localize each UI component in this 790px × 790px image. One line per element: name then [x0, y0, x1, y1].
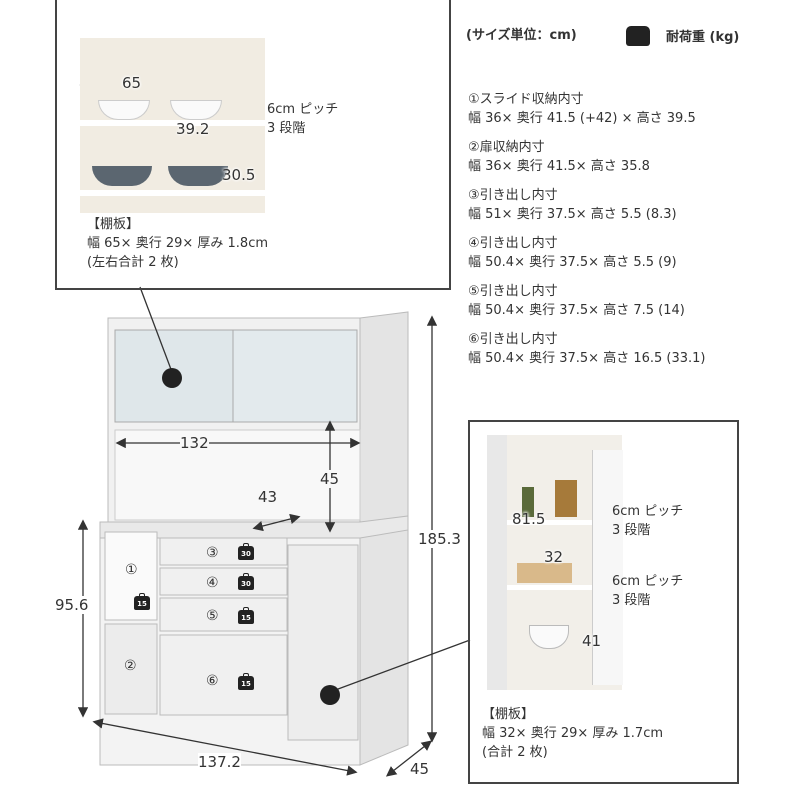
callout-dot-lower — [320, 685, 340, 705]
door-storage-2 — [104, 623, 158, 715]
drawer-5 — [159, 597, 288, 632]
drawer-6 — [159, 634, 288, 716]
upper-shelf-photo — [80, 30, 265, 213]
weight-bag-icon: 30 — [238, 543, 254, 560]
weight-bag-icon: 15 — [134, 593, 150, 610]
upper-pitch-label: 6cm ピッチ — [267, 102, 339, 117]
label-drawer-5: ⑤ — [206, 608, 219, 624]
label-slide-storage: ① — [125, 562, 138, 578]
spec-item: ⑤引き出し内寸幅 50.4× 奥行 37.5× 高さ 7.5 (14) — [468, 284, 685, 318]
load-capacity-label: 耐荷重 (kg) — [666, 30, 740, 45]
spec-item: ②扉収納内寸幅 36× 奥行 41.5× 高さ 35.8 — [468, 140, 650, 174]
label-drawer-3: ③ — [206, 545, 219, 561]
glass-door-right — [232, 329, 358, 423]
upper-width-label: 65 — [122, 74, 142, 92]
lower-shelf-photo — [487, 435, 623, 690]
lower-shelf-detail: 幅 32× 奥行 29× 厚み 1.7cm — [482, 726, 664, 741]
lower-shelf-inset — [468, 420, 739, 784]
open-width-label: 132 — [180, 434, 209, 452]
lower-steps-a: 3 段階 — [612, 523, 651, 538]
lower-pitch-a: 6cm ピッチ — [612, 504, 684, 519]
total-depth-label: 45 — [410, 760, 430, 778]
upper-shelf-title: 【棚板】 — [87, 217, 140, 232]
lower-depth-inset-label: 41 — [582, 632, 602, 650]
drawer-4 — [159, 567, 288, 596]
upper-shelf-inset — [55, 0, 451, 290]
lower-shelf-title: 【棚板】 — [482, 707, 535, 722]
spec-item: ①スライド収納内寸幅 36× 奥行 41.5 (+42) × 高さ 39.5 — [468, 92, 696, 126]
spec-item: ⑥引き出し内寸幅 50.4× 奥行 37.5× 高さ 16.5 (33.1) — [468, 332, 706, 366]
counter-depth-label: 43 — [258, 488, 278, 506]
upper-shelf-count: (左右合計 2 枚) — [87, 255, 179, 270]
right-door — [287, 544, 359, 741]
lower-width-inset-label: 32 — [544, 548, 564, 566]
label-door-storage: ② — [124, 658, 137, 674]
cabinet-side-panel — [359, 311, 409, 766]
open-height-label: 45 — [320, 470, 340, 488]
spec-item: ④引き出し内寸幅 50.4× 奥行 37.5× 高さ 5.5 (9) — [468, 236, 677, 270]
total-width-label: 137.2 — [198, 753, 241, 771]
lower-pitch-b: 6cm ピッチ — [612, 574, 684, 589]
weight-bag-icon: 15 — [238, 673, 254, 690]
label-drawer-6: ⑥ — [206, 673, 219, 689]
spec-list: ①スライド収納内寸幅 36× 奥行 41.5 (+42) × 高さ 39.5 ②… — [468, 90, 706, 378]
label-drawer-4: ④ — [206, 575, 219, 591]
spec-item: ③引き出し内寸幅 51× 奥行 37.5× 高さ 5.5 (8.3) — [468, 188, 677, 222]
upper-height-label: 39.2 — [176, 120, 210, 138]
lower-shelf-count: (合計 2 枚) — [482, 745, 548, 760]
lower-height-inset-label: 81.5 — [512, 510, 546, 528]
drawer-3 — [159, 537, 288, 566]
unit-note: (サイズ単位：cm) — [466, 28, 577, 43]
weight-bag-icon: 30 — [238, 573, 254, 590]
total-height-label: 185.3 — [418, 530, 461, 548]
weight-bag-icon: 15 — [238, 607, 254, 624]
upper-shelf-detail: 幅 65× 奥行 29× 厚み 1.8cm — [87, 236, 269, 251]
weight-bag-icon — [626, 26, 650, 46]
lower-steps-b: 3 段階 — [612, 593, 651, 608]
upper-steps-label: 3 段階 — [267, 121, 306, 136]
lower-height-label: 95.6 — [55, 596, 89, 614]
callout-dot-upper — [162, 368, 182, 388]
upper-depth-label: 30.5 — [222, 166, 256, 184]
